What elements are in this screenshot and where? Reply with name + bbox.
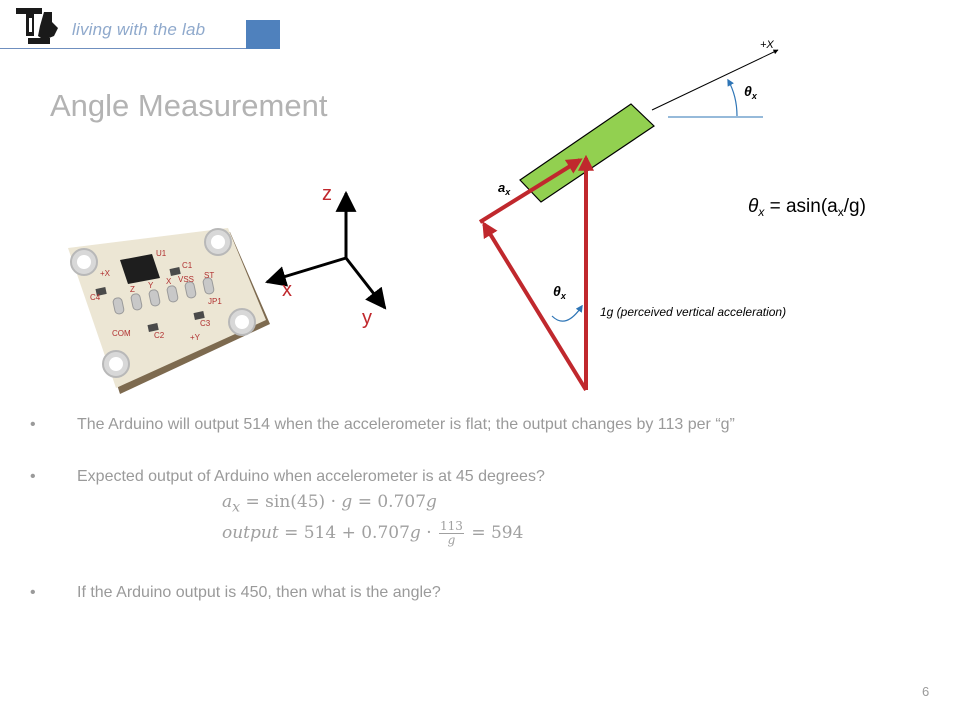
board-label-jp1: JP1 [208, 297, 222, 306]
top-angle-arc [727, 78, 738, 117]
bullet-angle-question: • If the Arduino output is 450, then wha… [30, 584, 910, 601]
board-label-x: X [166, 277, 172, 286]
header-rule [0, 48, 280, 49]
board-label-z: Z [130, 285, 135, 294]
accelerometer-board-image: U1 C1 C4 Z Y X VSS ST JP1 COM C2 C3 +Y +… [68, 228, 270, 394]
board-label-st: ST [204, 271, 214, 280]
board-label-c3: C3 [200, 319, 211, 328]
plus-x-label: +X [760, 39, 774, 51]
bottom-angle-arc [551, 304, 583, 322]
gravity-label: 1g (perceived vertical acceleration) [600, 305, 786, 319]
board-label-plus-y: +Y [190, 333, 201, 342]
bullet-marker: • [30, 584, 36, 601]
header-accent-box [246, 20, 280, 49]
board-label-y: Y [148, 281, 154, 290]
board-label-c4: C4 [90, 293, 101, 302]
board-label-vss: VSS [178, 275, 194, 284]
eq2-a: = 514 + 0.707 [278, 523, 410, 543]
eq1-rhs-g: g [341, 492, 353, 512]
eq2-result: = 594 [465, 523, 524, 543]
asin-formula: θx = asin(ax/g) [748, 196, 866, 219]
x-axis-arrow [264, 256, 347, 287]
eq2-g: g [409, 523, 421, 543]
board-label-c1: C1 [182, 261, 193, 270]
top-theta-label: θx [744, 83, 758, 101]
ax-label: ax [498, 180, 511, 197]
y-axis-label: y [362, 307, 372, 329]
bottom-theta-label: θx [553, 283, 567, 301]
acceleration-vectors [478, 154, 594, 392]
bullet-text: The Arduino will output 514 when the acc… [77, 416, 735, 433]
z-axis-label: z [322, 183, 332, 205]
header-tagline: living with the lab [72, 20, 206, 39]
bullet-text: Expected output of Arduino when accelero… [77, 468, 545, 485]
plus-x-axis-line [651, 49, 779, 111]
board-label-c2: C2 [154, 331, 165, 340]
board-label-plus-x: +X [100, 269, 111, 278]
board-label-u1: U1 [156, 249, 167, 258]
y-axis-arrow [344, 257, 387, 310]
eq1-rhs-b: = 0.707 [352, 492, 427, 512]
page-title: Angle Measurement [50, 88, 328, 123]
page-number: 6 [922, 684, 930, 699]
eq1-lhs-sub: x [232, 499, 241, 516]
eq2-dot: · [420, 523, 438, 543]
bullet-marker: • [30, 468, 36, 485]
equation-ax: ax = sin(45) · g = 0.707g [222, 492, 437, 515]
eq2-frac-num: 113 [439, 519, 464, 534]
eq1-rhs-g2: g [426, 492, 437, 512]
university-logo-icon [16, 8, 58, 44]
perpendicular-component-vector [482, 221, 588, 392]
x-axis-label: x [282, 279, 292, 301]
xyz-axes: z x y [264, 183, 387, 329]
eq1-rhs-a: = sin(45) · [240, 492, 342, 512]
board-label-com: COM [112, 329, 131, 338]
eq1-lhs: a [222, 492, 233, 512]
ax-component-vector [478, 158, 583, 224]
bullet-marker: • [30, 416, 36, 433]
eq2-frac-den: g [447, 533, 456, 547]
bullet-text: If the Arduino output is 450, then what … [77, 584, 441, 601]
eq2-lhs: output [222, 523, 279, 543]
